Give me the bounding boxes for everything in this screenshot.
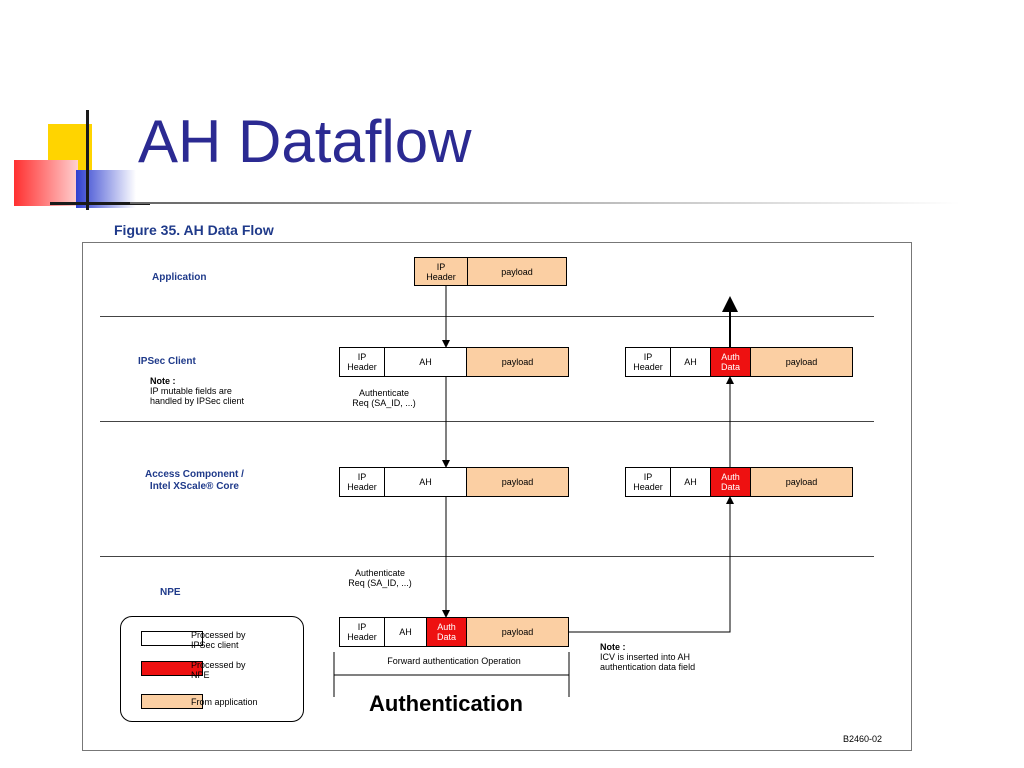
deco-vertical-line <box>86 110 89 210</box>
figure-frame <box>82 242 912 751</box>
ipsec-return-ah: AH <box>670 347 711 377</box>
icv-note-body: ICV is inserted into AH authentication d… <box>600 652 696 672</box>
deco-red-square <box>14 160 78 206</box>
title-underline <box>130 202 960 204</box>
layer-label-application: Application <box>152 272 207 283</box>
access-ah: AH <box>384 467 467 497</box>
ipsec-return-payload: payload <box>750 347 853 377</box>
npe-ah: AH <box>384 617 427 647</box>
icv-note: Note : ICV is inserted into AH authentic… <box>600 642 695 672</box>
deco-horizontal-line <box>50 202 150 205</box>
layer-label-access-component: Access Component / Intel XScale® Core <box>145 469 244 492</box>
npe-payload: payload <box>466 617 569 647</box>
ipsec-ip-header: IP Header <box>339 347 385 377</box>
npe-auth-data: Auth Data <box>426 617 467 647</box>
legend-label-application: From application <box>191 697 258 707</box>
access-return-payload: payload <box>750 467 853 497</box>
auth-request-label-lower: Authenticate Req (SA_ID, ...) <box>348 568 412 588</box>
connector-npe-return <box>569 496 734 633</box>
layer-label-npe: NPE <box>160 587 181 598</box>
ipsec-note-body: IP mutable fields are handled by IPSec c… <box>150 386 245 406</box>
figure-caption: Figure 35. AH Data Flow <box>114 222 274 238</box>
ipsec-ah: AH <box>384 347 467 377</box>
legend-label-npe: Processed by NPE <box>191 660 246 680</box>
layer-label-ipsec-client: IPSec Client <box>138 356 196 367</box>
npe-ip-header: IP Header <box>339 617 385 647</box>
slide-title: AH Dataflow <box>138 108 472 175</box>
ipsec-note-title: Note : <box>150 376 176 386</box>
auth-request-label-upper: Authenticate Req (SA_ID, ...) <box>352 388 416 408</box>
app-payload: payload <box>467 257 567 286</box>
forward-auth-operation: Forward authentication Operation <box>387 656 521 666</box>
access-return-ip-header: IP Header <box>625 467 671 497</box>
layer-separator <box>100 316 874 317</box>
legend-swatch-npe <box>141 661 203 676</box>
title-decoration <box>14 110 150 210</box>
ipsec-payload: payload <box>466 347 569 377</box>
figure-id: B2460-02 <box>843 734 883 744</box>
access-payload: payload <box>466 467 569 497</box>
legend-swatch-application <box>141 694 203 709</box>
legend-label-ipsec: Processed by IPSec client <box>191 630 246 650</box>
layer-separator <box>100 556 874 557</box>
ipsec-note: Note : IP mutable fields are handled by … <box>150 376 244 406</box>
authentication-label: Authentication <box>369 691 523 716</box>
access-ip-header: IP Header <box>339 467 385 497</box>
icv-note-title: Note : <box>600 642 626 652</box>
layer-separator <box>100 421 874 422</box>
legend: Processed by IPSec client Processed by N… <box>120 616 304 722</box>
app-ip-header: IP Header <box>414 257 468 286</box>
legend-swatch-ipsec <box>141 631 203 646</box>
